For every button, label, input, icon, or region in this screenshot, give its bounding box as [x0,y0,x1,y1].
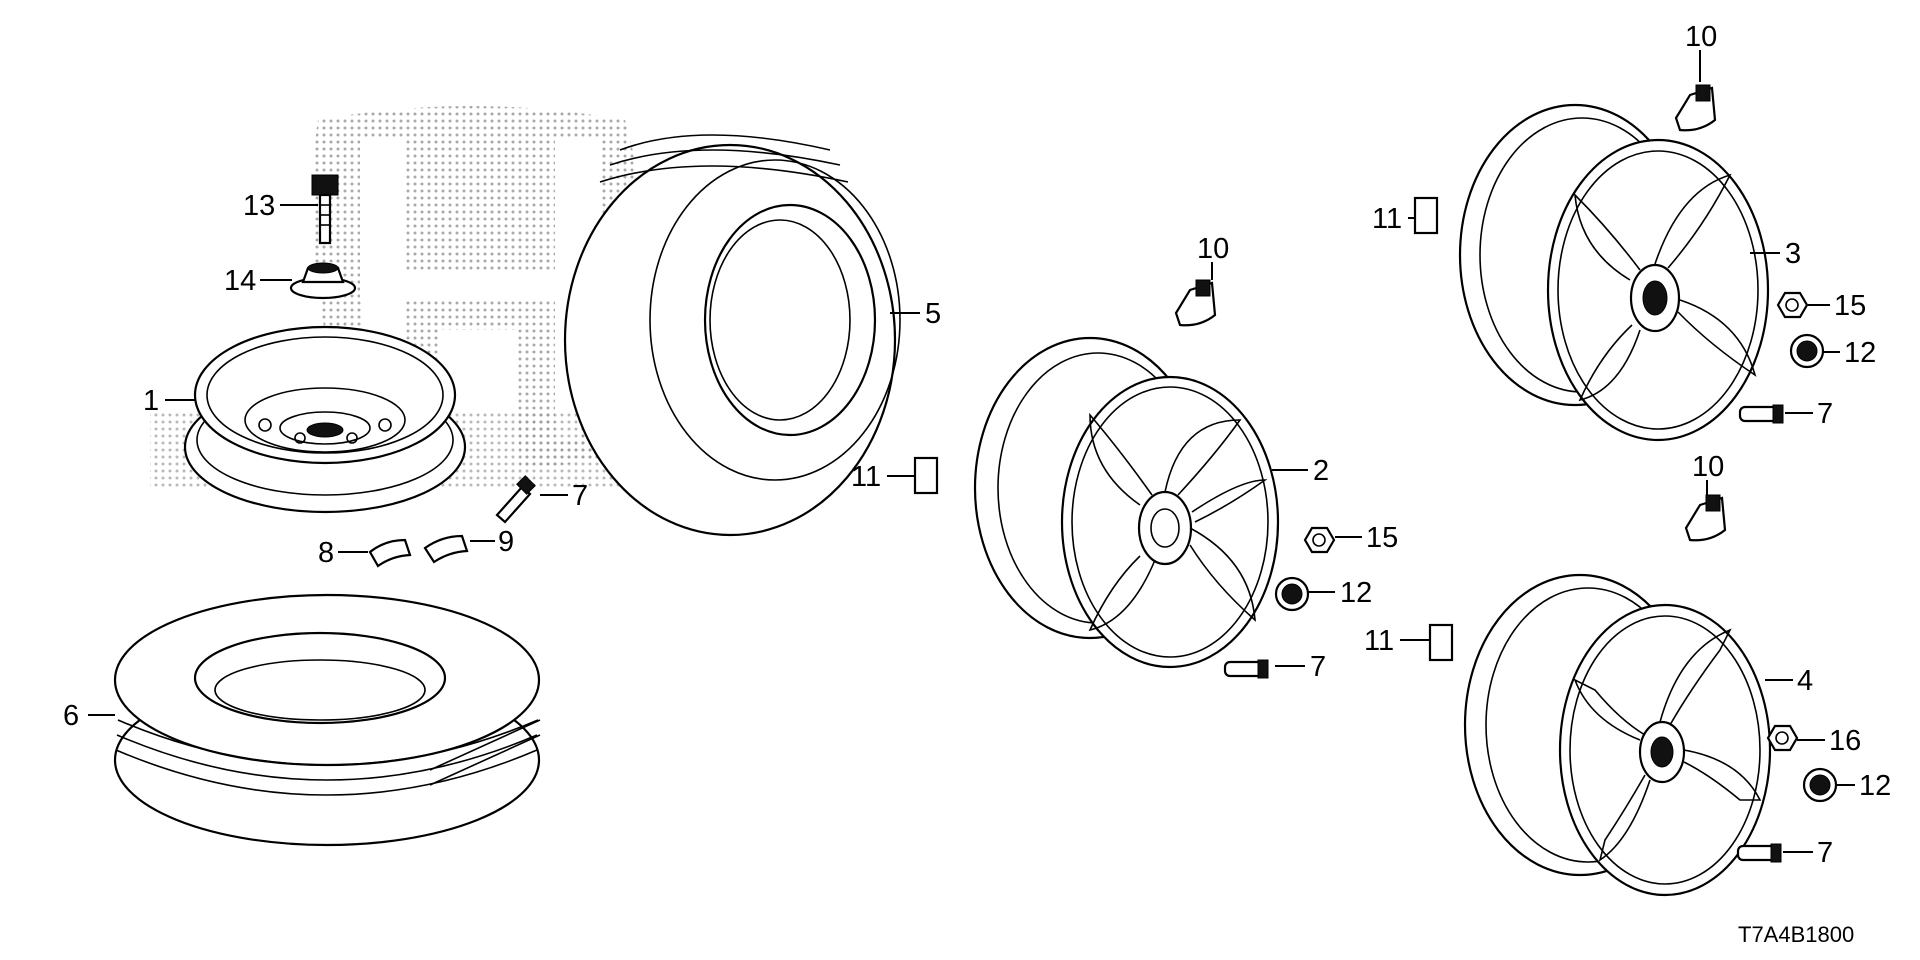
lug-nut-15b [1303,526,1336,554]
lug-nut-16 [1766,724,1799,752]
callout-15-mid: 15 [1366,522,1398,554]
callout-6: 6 [63,700,79,732]
weight-11b [913,456,939,495]
alloy-wheel-2 [973,336,1280,669]
weight-11c [1428,623,1454,662]
callout-7-wheel-3: 7 [1817,398,1833,430]
callout-5: 5 [925,298,941,330]
callout-1: 1 [143,385,159,417]
callout-12-low: 12 [1859,770,1891,802]
center-cap-12a [1789,333,1825,369]
alloy-wheel-3 [1458,103,1770,442]
alloy-wheel-4 [1463,573,1772,897]
callout-8: 8 [318,537,334,569]
valve-spare [495,475,536,524]
center-cap-12c [1802,767,1838,803]
valve-7d [1736,843,1782,863]
callout-12-top: 12 [1844,337,1876,369]
callout-4: 4 [1797,665,1813,697]
callout-7-wheel-4: 7 [1817,837,1833,869]
balance-weight-9 [423,534,469,564]
spare-wheel [183,325,467,514]
callout-3: 3 [1785,238,1801,270]
callout-16: 16 [1829,725,1861,757]
callout-7-wheel-2: 7 [1310,651,1326,683]
callout-labels: 1 2 3 4 5 6 7 7 7 7 8 9 10 10 10 11 11 1… [63,21,1891,869]
spare-tire-spacer [289,262,357,300]
lug-nut-15a [1776,291,1809,319]
valve-7c [1738,404,1784,424]
callout-10-low: 10 [1692,451,1724,483]
callout-12-mid: 12 [1340,577,1372,609]
callout-11-top: 11 [1372,203,1402,235]
callout-13: 13 [243,190,275,222]
tire-upright [563,134,901,537]
balance-weight-8 [368,538,412,568]
callout-10-mid: 10 [1197,233,1229,265]
tpms-sensor-10a [1674,84,1717,132]
callout-10-top: 10 [1685,21,1717,53]
callout-11-mid: 11 [851,461,881,493]
tpms-sensor-10c [1684,494,1727,542]
callout-9: 9 [498,526,514,558]
wing-bolt [311,174,339,245]
callout-15-top: 15 [1834,290,1866,322]
callout-11-low: 11 [1364,625,1394,657]
tire-flat [113,593,541,847]
weight-11a [1413,196,1439,235]
leader-lines [88,50,1855,853]
callout-7-spare: 7 [572,480,588,512]
callout-2: 2 [1313,455,1329,487]
valve-7b [1223,659,1269,679]
center-cap-12b [1274,576,1310,612]
tpms-sensor-10b [1174,279,1217,327]
diagram-code: T7A4B1800 [1738,922,1854,947]
callout-14: 14 [224,265,256,297]
